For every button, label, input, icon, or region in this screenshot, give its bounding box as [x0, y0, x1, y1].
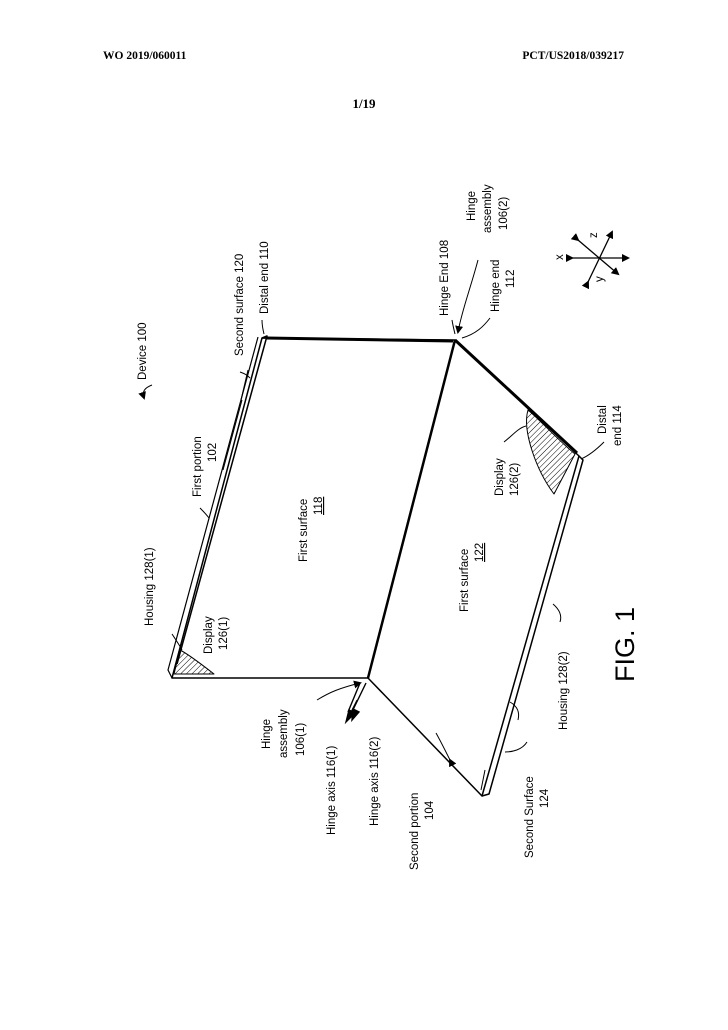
label-hinge-assembly-1a: Hinge	[261, 719, 273, 749]
label-first-surface-118: First surface	[298, 499, 310, 562]
label-distal-end-114: Distal	[597, 405, 609, 434]
leader-lines	[138, 259, 605, 768]
hinge-line	[366, 339, 457, 679]
label-hinge-axis-1: Hinge axis 116(1)	[326, 746, 338, 835]
label-device: Device 100	[137, 322, 149, 380]
label-hinge-end-112: Hinge end	[490, 260, 502, 312]
device-line-art	[167, 335, 584, 797]
figure-label: FIG. 1	[610, 607, 640, 682]
label-second-surface-124: Second Surface	[524, 776, 536, 858]
label-first-surface-122-num: 122	[474, 543, 486, 562]
label-first-portion-num: 102	[207, 443, 219, 462]
label-hinge-assembly-2b: assembly	[482, 184, 494, 233]
label-hinge-end-108: Hinge End 108	[439, 240, 451, 316]
display-2-hatch	[526, 409, 576, 495]
label-axis-x: x	[554, 254, 566, 260]
second-portion-housing-edge	[481, 455, 584, 797]
label-hinge-end-112-num: 112	[505, 270, 517, 288]
second-portion-outline	[367, 339, 580, 797]
label-hinge-assembly-1b: assembly	[278, 709, 290, 758]
label-display-2-num: 126(2)	[509, 463, 521, 496]
label-first-portion: First portion	[192, 436, 204, 497]
label-display-2: Display	[494, 458, 506, 496]
label-hinge-assembly-2a: Hinge	[466, 191, 478, 221]
label-housing-2: Housing 128(2)	[558, 651, 570, 730]
page-number: 1/19	[352, 96, 376, 111]
label-housing-1: Housing 128(1)	[144, 547, 156, 626]
label-display-1: Display	[203, 616, 215, 654]
label-hinge-axis-2: Hinge axis 116(2)	[369, 737, 381, 826]
header-publication-number: WO 2019/060011	[103, 50, 187, 62]
label-second-surface-120: Second surface 120	[234, 254, 246, 356]
display-1-hatch	[173, 649, 215, 675]
axis-indicator	[566, 230, 630, 290]
header-application-number: PCT/US2018/039217	[522, 50, 624, 62]
label-first-surface-122: First surface	[459, 549, 471, 612]
label-second-portion-num: 104	[424, 800, 436, 820]
hinge-axis-arrows	[344, 682, 367, 725]
label-axis-y: y	[594, 276, 606, 282]
first-portion-thickness	[167, 336, 259, 679]
label-hinge-assembly-1-num: 106(1)	[295, 723, 307, 756]
label-distal-end-110: Distal end 110	[259, 241, 271, 314]
label-hinge-assembly-2-num: 106(2)	[498, 197, 510, 230]
label-first-surface-118-num: 118	[313, 497, 325, 515]
label-display-1-num: 126(1)	[218, 617, 230, 650]
label-distal-end-114-num: end 114	[612, 405, 624, 446]
label-second-portion: Second portion	[409, 793, 421, 870]
label-axis-z: z	[588, 232, 600, 238]
label-second-surface-124-num: 124	[539, 788, 551, 808]
first-portion-housing-edge	[176, 335, 268, 665]
